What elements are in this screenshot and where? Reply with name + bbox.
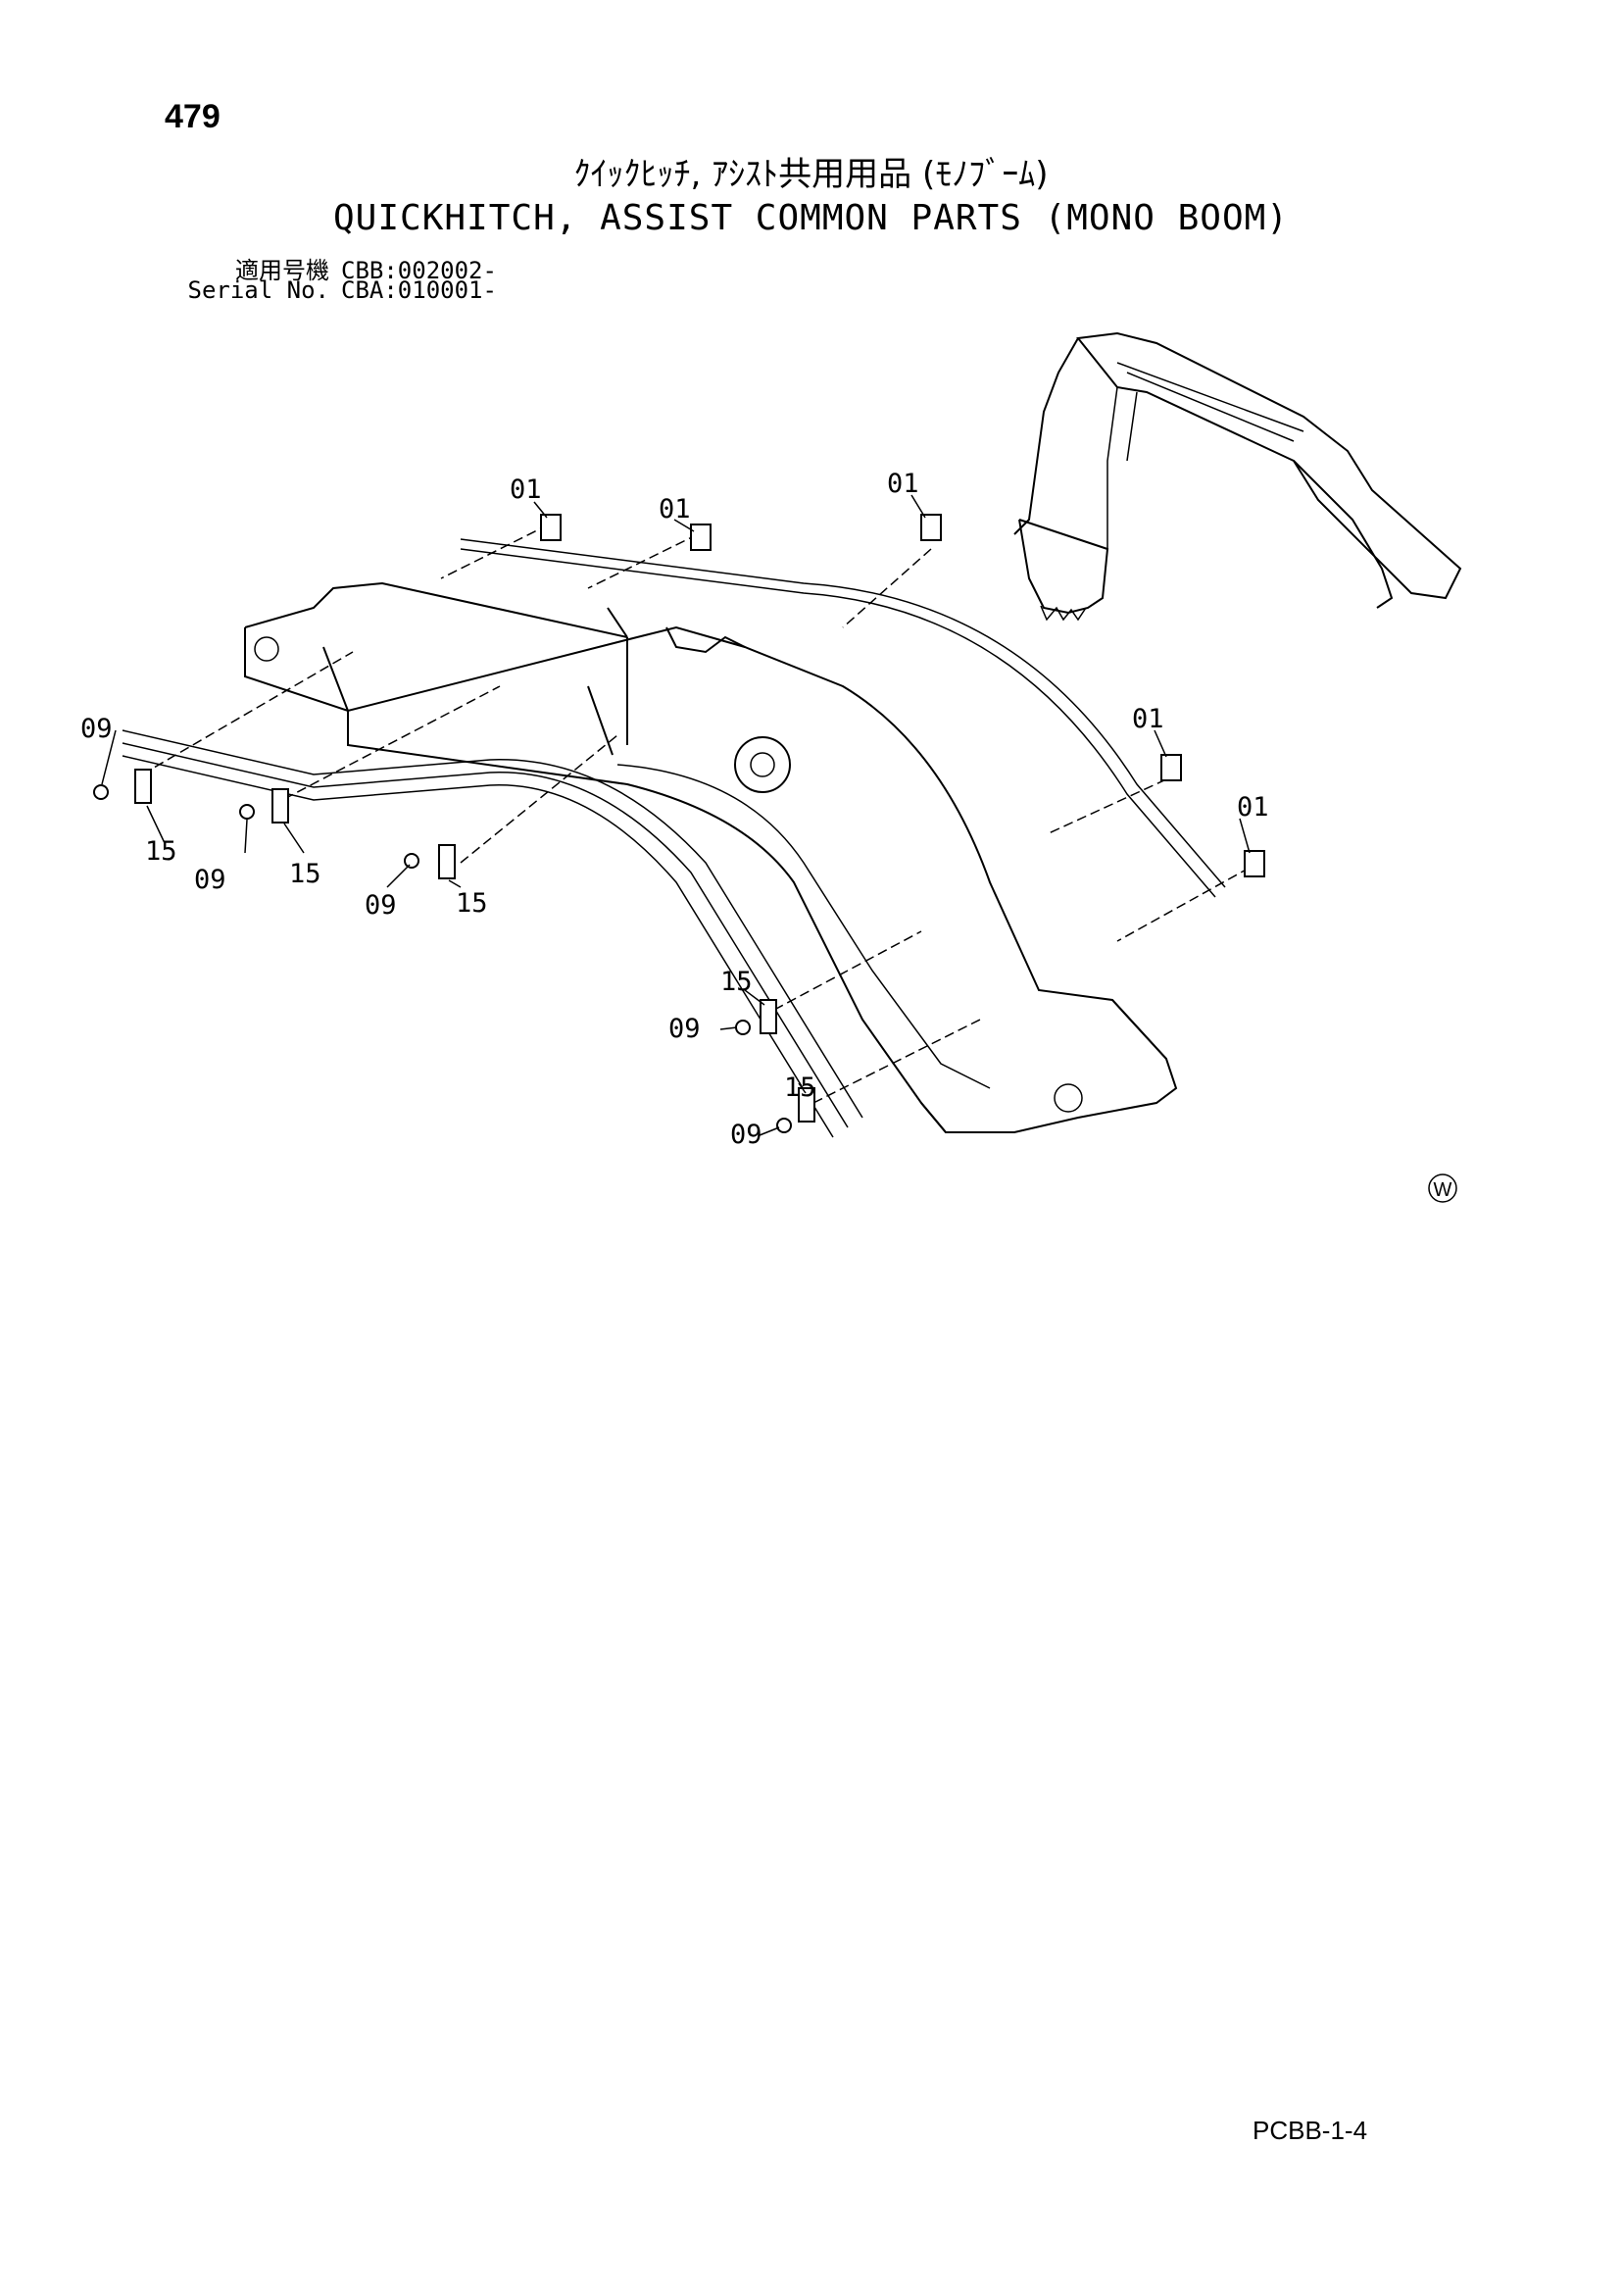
boom-foot-pin [254, 636, 279, 662]
boom-foot [244, 581, 628, 756]
front-attachment-bucket [1018, 519, 1109, 615]
bolt-part-09 [776, 1118, 792, 1133]
boom-outline-upper [244, 625, 1167, 1060]
clamp-part-01 [540, 514, 562, 541]
w-mark-letter: W [1434, 1179, 1452, 1201]
callout-15: 15 [456, 888, 488, 919]
pipe-left-2 [122, 742, 849, 1128]
callout-15: 15 [145, 836, 177, 867]
clamp-part-01 [1244, 850, 1265, 877]
callout-15: 15 [289, 859, 321, 889]
front-attachment-cylinder [1293, 460, 1394, 609]
serial-row-applicable: 適用号機 CBB:002002- [157, 251, 497, 285]
front-attachment-teeth [1040, 605, 1087, 622]
callout-09: 09 [80, 714, 113, 744]
callout-01: 01 [659, 494, 691, 524]
bracket-part-15 [438, 844, 456, 879]
serial-label: Serial No. [187, 276, 330, 304]
bolt-part-09 [93, 784, 109, 800]
callout-15: 15 [720, 967, 753, 997]
callout-01: 01 [1237, 792, 1269, 823]
callout-09: 09 [668, 1014, 701, 1044]
callout-01: 01 [1132, 704, 1164, 734]
bolt-part-09 [404, 853, 419, 869]
serial-row-serial-no: Serial No. CBA:010001- [157, 276, 497, 304]
callout-15: 15 [784, 1073, 816, 1103]
boom-top-end [920, 999, 1178, 1133]
leader-lines [141, 524, 1251, 1104]
boom-cylinder-bracket [665, 626, 746, 654]
front-attachment-hoses [1116, 362, 1304, 442]
boom-outline-lower [347, 711, 947, 1133]
serial-label: 適用号機 [235, 257, 329, 284]
w-mark-circle [1428, 1173, 1457, 1203]
serial-value: CBA:010001- [341, 276, 497, 304]
boom-top-pin [1054, 1083, 1083, 1113]
pipe-left-1 [122, 729, 863, 1119]
boom-outline-fold [616, 764, 991, 1089]
callout-01: 01 [510, 474, 542, 505]
page-code: PCBB-1-4 [1253, 2116, 1368, 2145]
serial-value: CBB:002002- [341, 257, 497, 284]
front-attachment-bucket-link [1013, 337, 1079, 535]
clamp-part-01 [690, 524, 712, 551]
front-attachment-arm [1076, 331, 1462, 600]
callout-leaders [101, 494, 1251, 1136]
callout-01: 01 [887, 469, 919, 499]
bracket-part-15 [798, 1087, 815, 1123]
boom-cylinder-pin-inner [750, 752, 775, 777]
pipe-left-3 [122, 755, 834, 1138]
pipe-upper-1 [460, 538, 1226, 888]
pipe-upper-2 [460, 548, 1216, 898]
bracket-part-15 [760, 999, 777, 1034]
page-number: 479 [165, 98, 221, 135]
callout-09: 09 [194, 865, 226, 895]
title-japanese: ｸｲｯｸﾋｯﾁ, ｱｼｽﾄ共用用品 (ﾓﾉﾌﾞｰﾑ) [573, 155, 1049, 194]
bolt-part-09 [735, 1020, 751, 1035]
front-attachment-frame [1106, 386, 1138, 549]
clamp-part-01 [1160, 754, 1182, 781]
bracket-part-15 [271, 788, 289, 824]
callout-09: 09 [730, 1120, 762, 1150]
title-english: QUICKHITCH, ASSIST COMMON PARTS (MONO BO… [333, 198, 1289, 238]
callout-09: 09 [365, 890, 397, 921]
clamp-part-01 [920, 514, 942, 541]
bolt-part-09 [239, 804, 255, 820]
boom-cylinder-pin [734, 736, 791, 793]
bracket-part-15 [134, 769, 152, 804]
